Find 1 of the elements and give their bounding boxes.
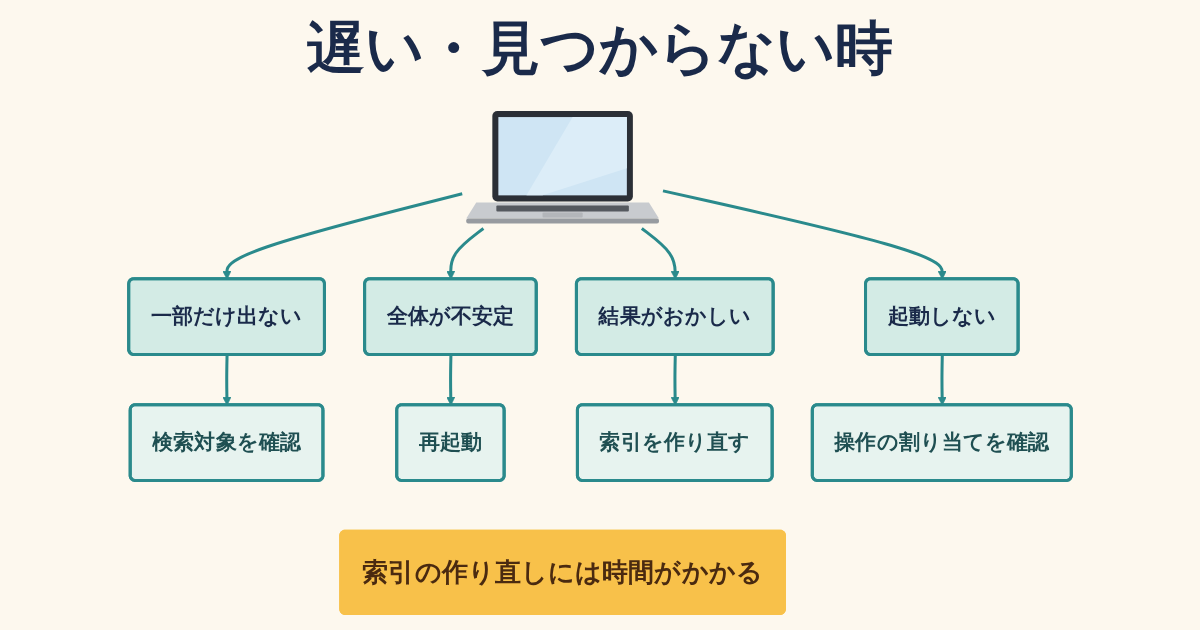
title: 遅い・見つからない時 xyxy=(307,14,893,84)
